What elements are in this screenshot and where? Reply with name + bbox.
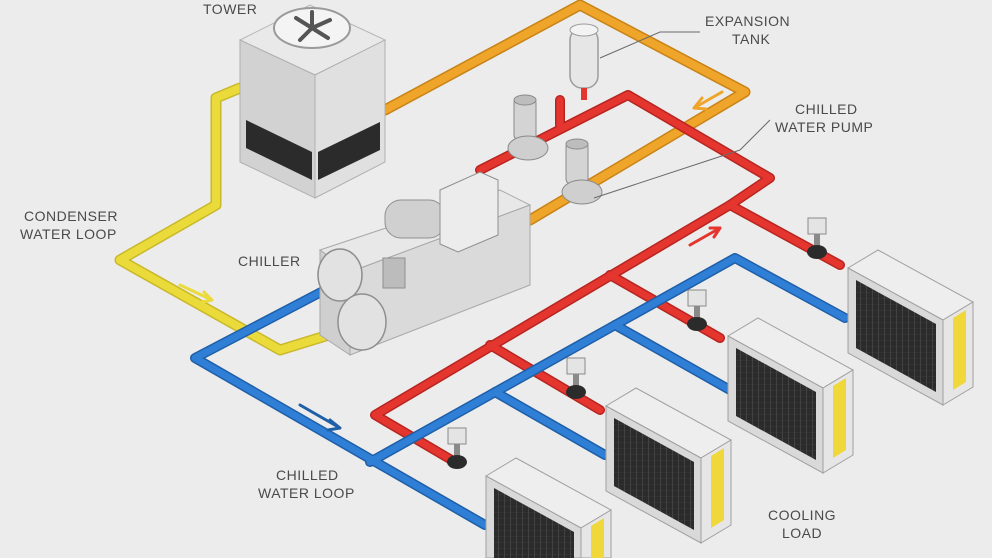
chiller-compressor: [384, 199, 446, 239]
label-chiller: CHILLER: [238, 253, 301, 269]
label-chilled-water-pump-line2: WATER PUMP: [775, 119, 873, 135]
label-chilled-water-loop-line2: WATER LOOP: [258, 485, 355, 501]
control-valve: [566, 357, 586, 399]
tower-louver: [318, 122, 380, 180]
cooling-tower: [238, 4, 387, 199]
leader-lines: [593, 31, 771, 199]
return-branch: [491, 388, 609, 459]
control-valves: [447, 217, 827, 469]
return-pipe-header: [366, 254, 849, 466]
cooling-load-unit: [726, 317, 855, 474]
chilled-return-loop: [190, 253, 850, 530]
condenser-water-pump: [561, 138, 603, 205]
diagram-labels: TOWER EXPANSION TANK CHILLED WATER PUMP …: [20, 1, 873, 541]
label-expansion-tank-line2: TANK: [732, 31, 770, 47]
return-pipe-main: [191, 286, 489, 529]
label-cooling-load-line2: LOAD: [782, 525, 822, 541]
chiller-control-panel: [439, 171, 499, 253]
chilled-water-pump: [507, 94, 549, 161]
chilled-supply-loop: [370, 90, 845, 467]
tower-louver: [246, 120, 312, 180]
supply-branch: [486, 341, 604, 414]
cooling-load-unit: [484, 457, 613, 558]
supply-pipe-main: [476, 91, 844, 269]
condenser-end: [337, 293, 387, 351]
cooling-load-unit: [604, 387, 733, 544]
control-valve: [447, 427, 467, 469]
cooling-load-unit: [846, 249, 975, 406]
evaporator-end: [317, 248, 363, 302]
label-condenser-water-loop-line2: WATER LOOP: [20, 226, 117, 242]
supply-flow-arrow: [688, 226, 722, 247]
condenser-water-loop: [114, 0, 751, 356]
label-expansion-tank-line1: EXPANSION: [705, 13, 790, 29]
chiller: [317, 171, 532, 356]
label-cooling-load-line1: COOLING: [768, 507, 836, 523]
condenser-flow-arrow: [178, 283, 214, 304]
control-valve: [687, 289, 707, 331]
expansion-tank: [569, 23, 599, 100]
label-tower: TOWER: [203, 1, 257, 17]
label-chilled-water-pump-line1: CHILLED: [795, 101, 858, 117]
condenser-flow-arrow: [692, 90, 724, 111]
return-flow-arrow: [298, 403, 342, 432]
control-valve: [807, 217, 827, 259]
label-condenser-water-loop-line1: CONDENSER: [24, 208, 118, 224]
return-branch: [611, 321, 734, 394]
label-chilled-water-loop-line1: CHILLED: [276, 467, 339, 483]
